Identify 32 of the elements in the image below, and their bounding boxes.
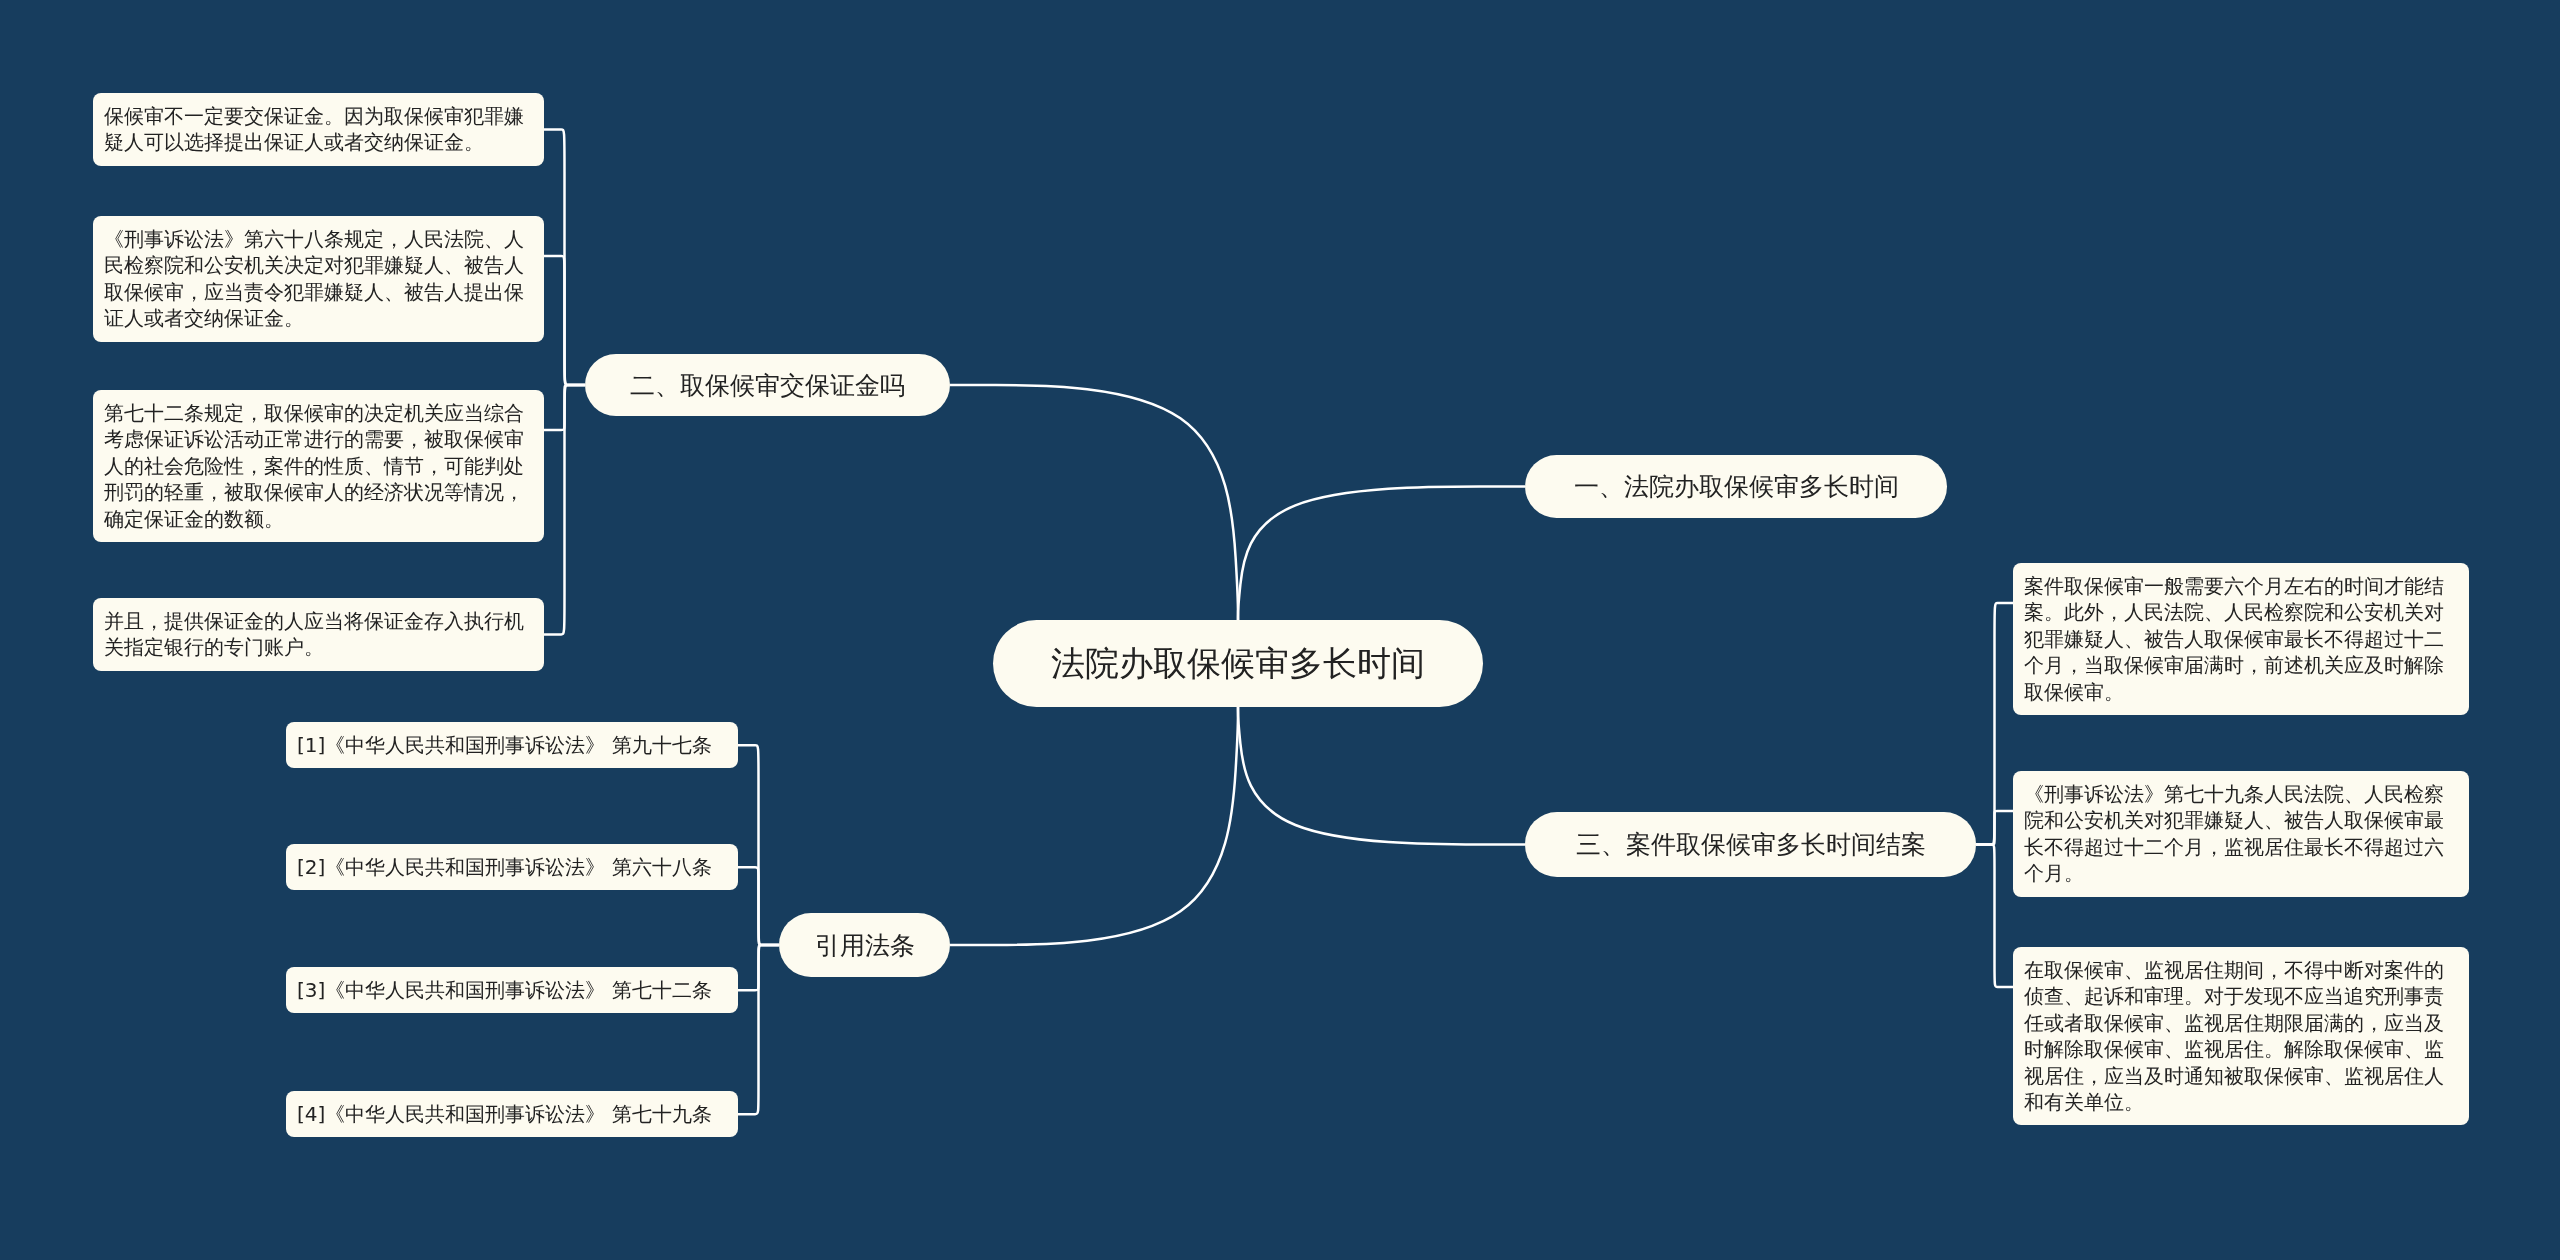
note-text: 《刑事诉讼法》第七十九条人民法院、人民检察院和公安机关对犯罪嫌疑人、被告人取保候审最长不得超过十二个月，监视居住最长不得超过六个月。 bbox=[2024, 782, 2444, 886]
note-card bbox=[93, 216, 544, 342]
note-card bbox=[286, 844, 738, 891]
note-text: [1]《中华人民共和国刑事诉讼法》 第九十七条 bbox=[297, 733, 712, 757]
connector-line bbox=[1976, 843, 2013, 989]
branch-topic-text: 三、案件取保候审多长时间结案 bbox=[1575, 829, 1926, 861]
note-text: 在取保候审、监视居住期间，不得中断对案件的侦查、起诉和审理。对于发现不应当追究刑事责任或者取保候审、监视居住期限届满的，应当及时解除取保候审、监视居住。解除取保候审、监视居住，应当及时通知被取保候审、监视居住人和有关单位。 bbox=[2024, 958, 2444, 1114]
note-text: 并且，提供保证金的人应当将保证金存入执行机关指定银行的专门账户。 bbox=[104, 609, 524, 660]
branch-topic-text: 二、取保候审交保证金吗 bbox=[630, 369, 905, 402]
note-card bbox=[2013, 563, 2469, 715]
connector-line bbox=[738, 943, 779, 1116]
note-card bbox=[2013, 771, 2469, 897]
note-card bbox=[93, 93, 544, 166]
connector-line bbox=[950, 707, 1240, 947]
note-text: [2]《中华人民共和国刑事诉讼法》 第六十八条 bbox=[297, 855, 712, 879]
note-card bbox=[286, 722, 738, 769]
note-card bbox=[286, 967, 738, 1014]
branch-topic-text: 引用法条 bbox=[814, 929, 915, 962]
note-text: 第七十二条规定，取保候审的决定机关应当综合考虑保证诉讼活动正常进行的需要，被取保候审人的社会危险性，案件的性质、情节，可能判处刑罚的轻重，被取保候审人的经济状况等情况，确定保证金的数额。 bbox=[104, 401, 524, 531]
note-text: 案件取保候审一般需要六个月左右的时间才能结案。此外，人民法院、人民检察院和公安机关对犯罪嫌疑人、被告人取保候审最长不得超过十二个月，当取保候审届满时，前述机关应及时解除取保候审。 bbox=[2024, 574, 2444, 704]
note-card bbox=[93, 390, 544, 542]
connector-line bbox=[1236, 485, 1525, 620]
note-text: 《刑事诉讼法》第六十八条规定，人民法院、人民检察院和公安机关决定对犯罪嫌疑人、被告人取保候审，应当责令犯罪嫌疑人、被告人提出保证人或者交纳保证金。 bbox=[104, 227, 524, 331]
note-text: [4]《中华人民共和国刑事诉讼法》 第七十九条 bbox=[297, 1102, 712, 1126]
branch-topic-text: 一、法院办取保候审多长时间 bbox=[1573, 471, 1899, 503]
note-text: [3]《中华人民共和国刑事诉讼法》 第七十二条 bbox=[297, 978, 712, 1002]
note-card bbox=[2013, 947, 2469, 1126]
central-topic-text: 法院办取保候审多长时间 bbox=[1051, 641, 1425, 685]
note-card bbox=[286, 1091, 738, 1138]
note-text: 保候审不一定要交保证金。因为取保候审犯罪嫌疑人可以选择提出保证人或者交纳保证金。 bbox=[104, 104, 524, 155]
connector-line bbox=[544, 383, 585, 636]
note-card bbox=[93, 598, 544, 671]
